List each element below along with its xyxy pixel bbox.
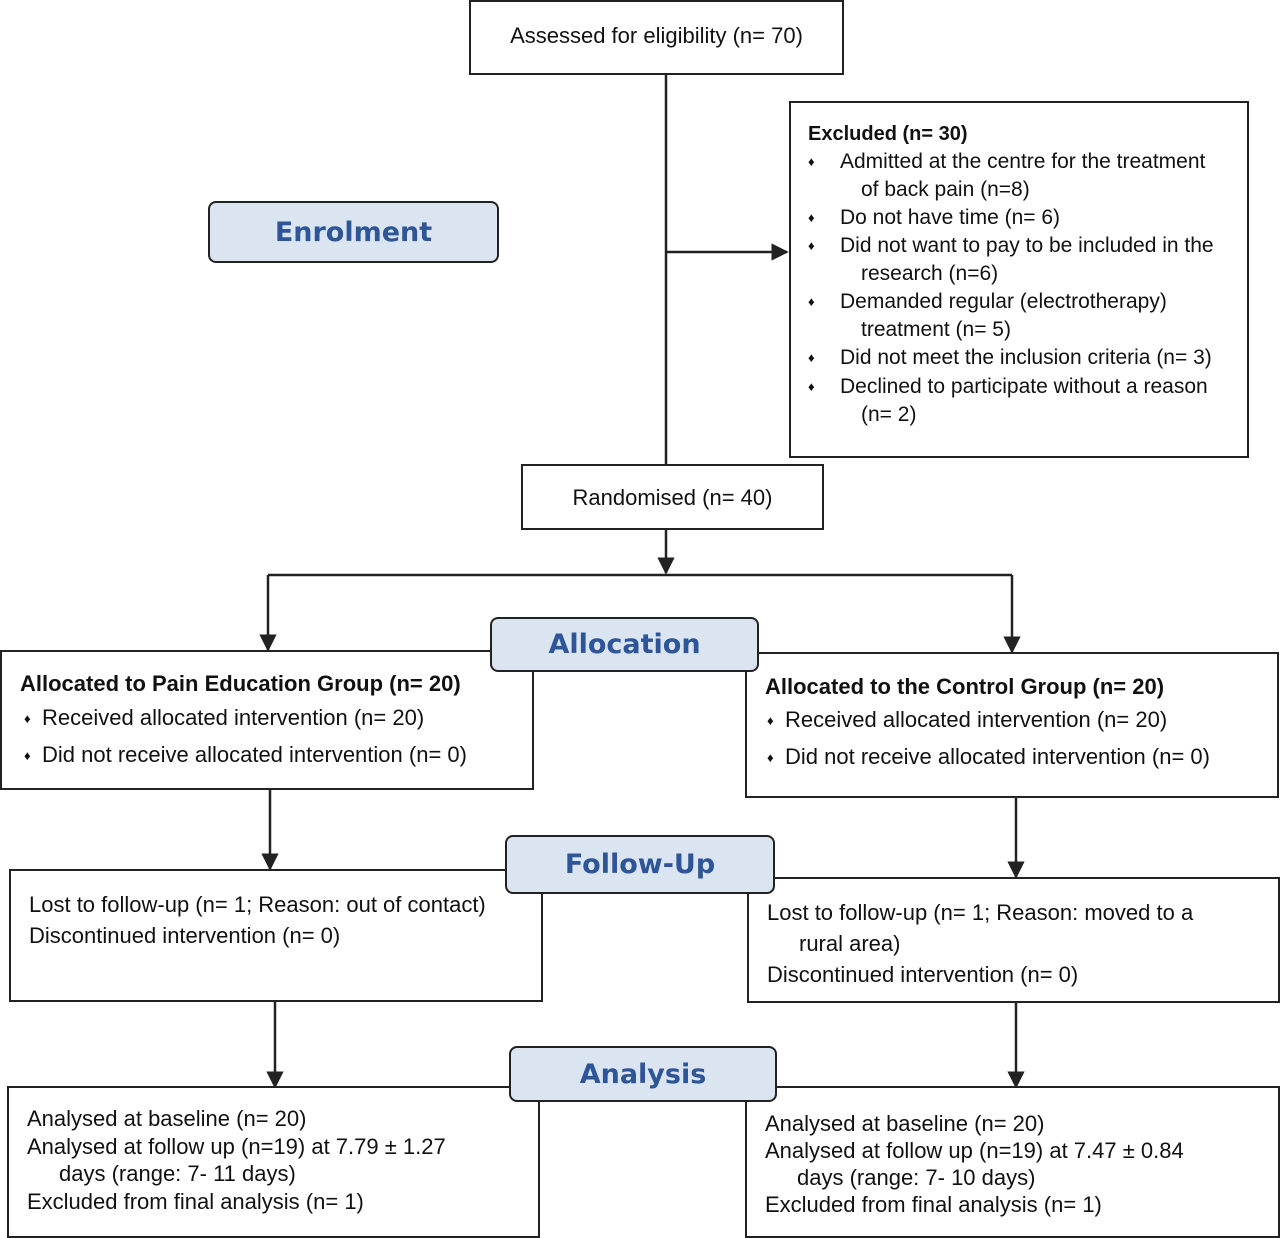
right-followup-line-cont: rural area): [799, 931, 901, 956]
diamond-bullet-icon: ♦: [767, 713, 774, 728]
excluded-item-cont: (n= 2): [861, 403, 917, 426]
diamond-bullet-icon: ♦: [808, 294, 815, 309]
left-followup-line: Discontinued intervention (n= 0): [29, 923, 341, 948]
left-analysis-box: Analysed at baseline (n= 20) Analysed at…: [7, 1086, 540, 1238]
left-analysis-line: Analysed at follow up (n=19) at 7.79 ± 1…: [27, 1134, 446, 1159]
excluded-box: Excluded (n= 30) ♦Admitted at the centre…: [789, 101, 1249, 458]
assessed-box: Assessed for eligibility (n= 70): [469, 0, 844, 75]
diamond-bullet-icon: ♦: [808, 238, 815, 253]
right-followup-line: Discontinued intervention (n= 0): [767, 962, 1079, 987]
diamond-bullet-icon: ♦: [24, 748, 31, 763]
left-allocation-item: ♦Received allocated intervention (n= 20): [24, 704, 424, 733]
excluded-item: ♦Declined to participate without a reaso…: [808, 373, 1208, 401]
excluded-item: ♦Did not want to pay to be included in t…: [808, 232, 1214, 260]
right-allocation-box: Allocated to the Control Group (n= 20) ♦…: [745, 652, 1279, 798]
diamond-bullet-icon: ♦: [808, 210, 815, 225]
diamond-bullet-icon: ♦: [24, 711, 31, 726]
diamond-bullet-icon: ♦: [808, 154, 815, 169]
excluded-item: ♦Did not meet the inclusion criteria (n=…: [808, 344, 1212, 372]
left-allocation-title: Allocated to Pain Education Group (n= 20…: [20, 671, 461, 696]
assessed-text: Assessed for eligibility (n= 70): [510, 23, 803, 48]
left-analysis-line: Analysed at baseline (n= 20): [27, 1106, 307, 1131]
excluded-item: ♦Do not have time (n= 6): [808, 204, 1060, 232]
left-followup-line: Lost to follow-up (n= 1; Reason: out of …: [29, 892, 486, 917]
right-analysis-line-cont: days (range: 7- 10 days): [797, 1165, 1036, 1190]
right-allocation-item: ♦Did not receive allocated intervention …: [767, 743, 1210, 772]
right-analysis-line: Excluded from final analysis (n= 1): [765, 1192, 1102, 1217]
enrolment-label: Enrolment: [208, 201, 499, 263]
randomised-text: Randomised (n= 40): [572, 485, 773, 510]
right-allocation-item: ♦Received allocated intervention (n= 20): [767, 706, 1167, 735]
right-analysis-line: Analysed at baseline (n= 20): [765, 1111, 1045, 1136]
randomised-box: Randomised (n= 40): [521, 464, 824, 530]
right-followup-box: Lost to follow-up (n= 1; Reason: moved t…: [747, 877, 1280, 1003]
right-followup-line: Lost to follow-up (n= 1; Reason: moved t…: [767, 900, 1194, 925]
right-analysis-box: Analysed at baseline (n= 20) Analysed at…: [745, 1086, 1280, 1238]
analysis-label: Analysis: [509, 1046, 777, 1102]
diamond-bullet-icon: ♦: [808, 379, 815, 394]
excluded-item: ♦Demanded regular (electrotherapy): [808, 288, 1167, 316]
right-allocation-title: Allocated to the Control Group (n= 20): [765, 674, 1165, 699]
excluded-title: Excluded (n= 30): [808, 123, 968, 145]
diamond-bullet-icon: ♦: [808, 350, 815, 365]
left-analysis-line: Excluded from final analysis (n= 1): [27, 1189, 364, 1214]
left-followup-box: Lost to follow-up (n= 1; Reason: out of …: [9, 869, 543, 1002]
allocation-label: Allocation: [490, 617, 759, 672]
left-analysis-line-cont: days (range: 7- 11 days): [59, 1161, 296, 1186]
excluded-item-cont: of back pain (n=8): [861, 178, 1030, 201]
left-allocation-item: ♦Did not receive allocated intervention …: [24, 741, 467, 770]
right-analysis-line: Analysed at follow up (n=19) at 7.47 ± 0…: [765, 1138, 1184, 1163]
excluded-item-cont: research (n=6): [861, 262, 999, 285]
excluded-item-cont: treatment (n= 5): [861, 318, 1011, 341]
left-allocation-box: Allocated to Pain Education Group (n= 20…: [0, 650, 534, 790]
diamond-bullet-icon: ♦: [767, 750, 774, 765]
excluded-item: ♦Admitted at the centre for the treatmen…: [808, 148, 1205, 176]
followup-label: Follow-Up: [505, 835, 775, 894]
